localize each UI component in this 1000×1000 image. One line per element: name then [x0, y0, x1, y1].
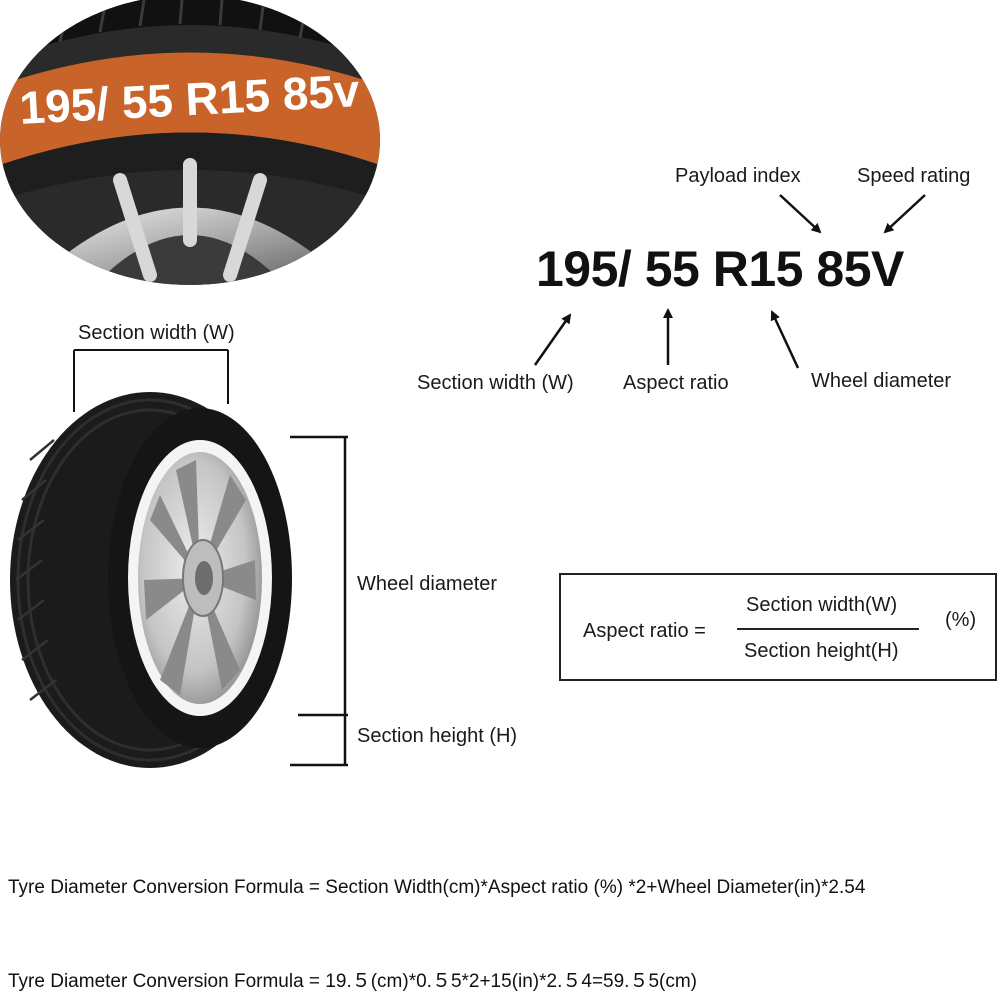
arrow-section-width	[535, 315, 570, 365]
formula-unit: (%)	[945, 609, 976, 632]
aspect-ratio-code-label: Aspect ratio	[623, 372, 729, 395]
section-width-code-label: Section width (W)	[417, 372, 574, 395]
tire-diagram	[0, 330, 360, 780]
arrow-payload-index	[780, 195, 820, 232]
arrow-wheel-diameter	[772, 312, 798, 368]
conversion-formula-general: Tyre Diameter Conversion Formula = Secti…	[8, 877, 865, 899]
wheel-diameter-code-label: Wheel diameter	[811, 370, 951, 393]
formula-numerator: Section width(W)	[746, 594, 897, 617]
arrow-speed-rating	[885, 195, 925, 232]
formula-denominator: Section height(H)	[744, 640, 899, 663]
section-height-side-label: Section height (H)	[357, 725, 517, 748]
conversion-formula-example: Tyre Diameter Conversion Formula = 19.５(…	[8, 966, 697, 993]
wheel-diameter-side-label: Wheel diameter	[357, 573, 497, 596]
formula-lhs: Aspect ratio =	[583, 620, 706, 643]
formula-fraction-bar	[737, 628, 919, 630]
